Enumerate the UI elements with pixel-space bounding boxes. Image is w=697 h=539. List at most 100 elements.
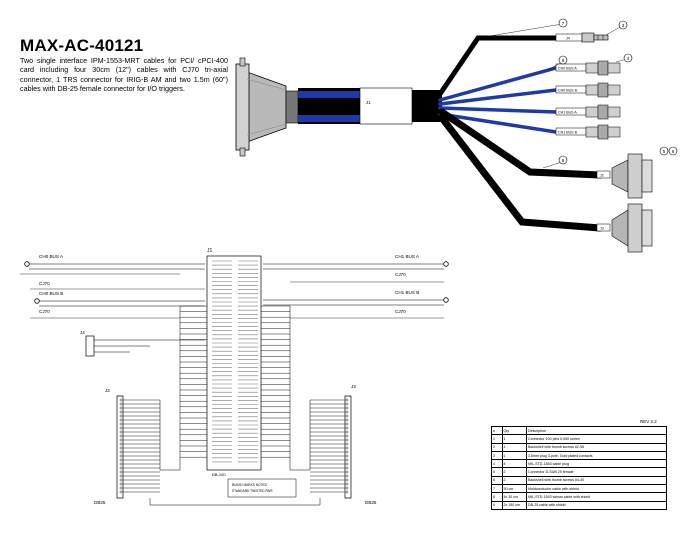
j3-pin bbox=[345, 434, 349, 438]
balloon-4 bbox=[623, 53, 633, 63]
coax-icon bbox=[34, 298, 40, 304]
j3-pin bbox=[345, 422, 349, 426]
balloon-6 bbox=[668, 146, 678, 156]
page-title: MAX-AC-40121 bbox=[20, 36, 144, 55]
j3-pin bbox=[345, 450, 349, 454]
balloon-3 bbox=[618, 20, 628, 30]
revision-label: REV 2.2 bbox=[640, 419, 657, 424]
coax-icon bbox=[443, 297, 449, 303]
svg-text:9: 9 bbox=[562, 158, 565, 163]
j1-label: J1 bbox=[207, 248, 213, 254]
j2-pin bbox=[119, 438, 123, 442]
notes-box bbox=[227, 478, 297, 498]
ch0-bus-b-label: CH0 BUS B bbox=[39, 291, 63, 296]
cj70-plugs bbox=[585, 60, 621, 140]
trs-plug bbox=[581, 32, 609, 43]
j2-pin bbox=[119, 398, 123, 402]
j2-bundle bbox=[159, 306, 181, 471]
ch1-bus-b-label: CH1 BUS B bbox=[395, 290, 419, 295]
j2-pin bbox=[119, 490, 123, 494]
j2-pin bbox=[119, 486, 123, 490]
bom-cell-description: Connector D-SUB 25 female bbox=[526, 467, 667, 477]
balloon-9 bbox=[558, 155, 568, 165]
note-line-1: BUS/ID MARKS NOTED bbox=[232, 483, 268, 487]
j3-pin bbox=[345, 426, 349, 430]
bom-cell-description: DB-25 cable with shield bbox=[526, 500, 667, 510]
balloon-8 bbox=[558, 55, 568, 65]
ch1-bus-a-block: CH1 BUS A CJ70 bbox=[263, 254, 449, 283]
bom-cell-number: 3 bbox=[491, 450, 503, 461]
bom-cell-description: Backshell with thumb screws #2-56 bbox=[526, 442, 667, 452]
j3-pin bbox=[345, 466, 349, 470]
j3-pin bbox=[345, 470, 349, 474]
bom-cell-number: 8 bbox=[491, 492, 503, 502]
j1-cable-label: J1 bbox=[366, 100, 371, 105]
svg-text:3: 3 bbox=[622, 23, 625, 28]
ch0-bus-b-cj70: CJ70 bbox=[39, 309, 50, 314]
svg-text:8: 8 bbox=[562, 58, 565, 63]
bom-cell-qty: 2 bbox=[501, 467, 527, 477]
j2-pin bbox=[119, 446, 123, 450]
j3-pin bbox=[345, 486, 349, 490]
bom-cell-description: 3.5mm plug 3-pole, Gold plated contacts bbox=[526, 450, 667, 461]
balloons: 7 3 8 4 9 5 6 bbox=[489, 18, 678, 169]
bom-cell-number: 6 bbox=[491, 475, 503, 486]
j2-pin bbox=[119, 462, 123, 466]
main-cable-bundle: J1 bbox=[298, 87, 442, 125]
j1-pins bbox=[212, 260, 258, 463]
coax-icon bbox=[24, 261, 30, 267]
j3-pin bbox=[345, 490, 349, 494]
cable-label-j3: J3 bbox=[600, 227, 604, 231]
bom-cell-qty: 30 cm bbox=[501, 484, 527, 494]
bom-cell-qty: 1 bbox=[501, 434, 527, 444]
j2-pin bbox=[119, 426, 123, 430]
j2-pin bbox=[119, 458, 123, 462]
j2-pin bbox=[119, 418, 123, 422]
svg-text:5: 5 bbox=[663, 149, 666, 154]
j4-label: J4 bbox=[80, 330, 85, 335]
coax-icon bbox=[443, 261, 449, 267]
cable-label-j4: J4 bbox=[566, 37, 570, 41]
j3-pin bbox=[345, 430, 349, 434]
j3-pin bbox=[345, 446, 349, 450]
j3-pin bbox=[345, 438, 349, 442]
shield-bundle bbox=[149, 498, 321, 506]
j3-pin bbox=[345, 410, 349, 414]
j3-label: J3 bbox=[351, 384, 356, 389]
j2-db25-schematic: J2 DB25 bbox=[94, 388, 124, 505]
ch1-bus-b-block: CH1 BUS B CJ70 bbox=[263, 290, 449, 319]
j3-pin bbox=[345, 442, 349, 446]
bom-cell-qty: 4 bbox=[501, 459, 527, 469]
svg-text:7: 7 bbox=[562, 21, 565, 26]
j3-bottom-label: DB25 bbox=[365, 500, 377, 505]
j2-pin bbox=[119, 410, 123, 414]
j2-pin bbox=[119, 434, 123, 438]
j2-pin bbox=[119, 474, 123, 478]
bom-cell-description: Connector 100 pins 0.050 series bbox=[526, 434, 667, 444]
j3-pin bbox=[345, 482, 349, 486]
j3-pin bbox=[345, 406, 349, 410]
j3-pin bbox=[345, 458, 349, 462]
j1-bottom-label: DB-100 bbox=[212, 472, 226, 477]
bom-cell-qty: 1 bbox=[501, 450, 527, 461]
bom-cell-number: 5 bbox=[491, 467, 503, 477]
db25-backshells bbox=[611, 153, 653, 253]
cable-label-ch1-bus-a: CH1 BUS A bbox=[558, 111, 577, 115]
bom-cell-number: 7 bbox=[491, 484, 503, 494]
j3-pin bbox=[345, 474, 349, 478]
j2-pin bbox=[119, 422, 123, 426]
j1-connector-body bbox=[206, 255, 262, 471]
j2-label: J2 bbox=[105, 388, 110, 393]
j2-pin bbox=[119, 466, 123, 470]
j2-pin bbox=[119, 402, 123, 406]
svg-text:4: 4 bbox=[627, 56, 630, 61]
j2-pin bbox=[119, 430, 123, 434]
cable-label-j2: J2 bbox=[600, 174, 604, 178]
ch0-bus-a-label: CH0 BUS A bbox=[39, 254, 64, 259]
bom-cell-description: MIL-STD-1553 cable plug bbox=[526, 459, 667, 469]
